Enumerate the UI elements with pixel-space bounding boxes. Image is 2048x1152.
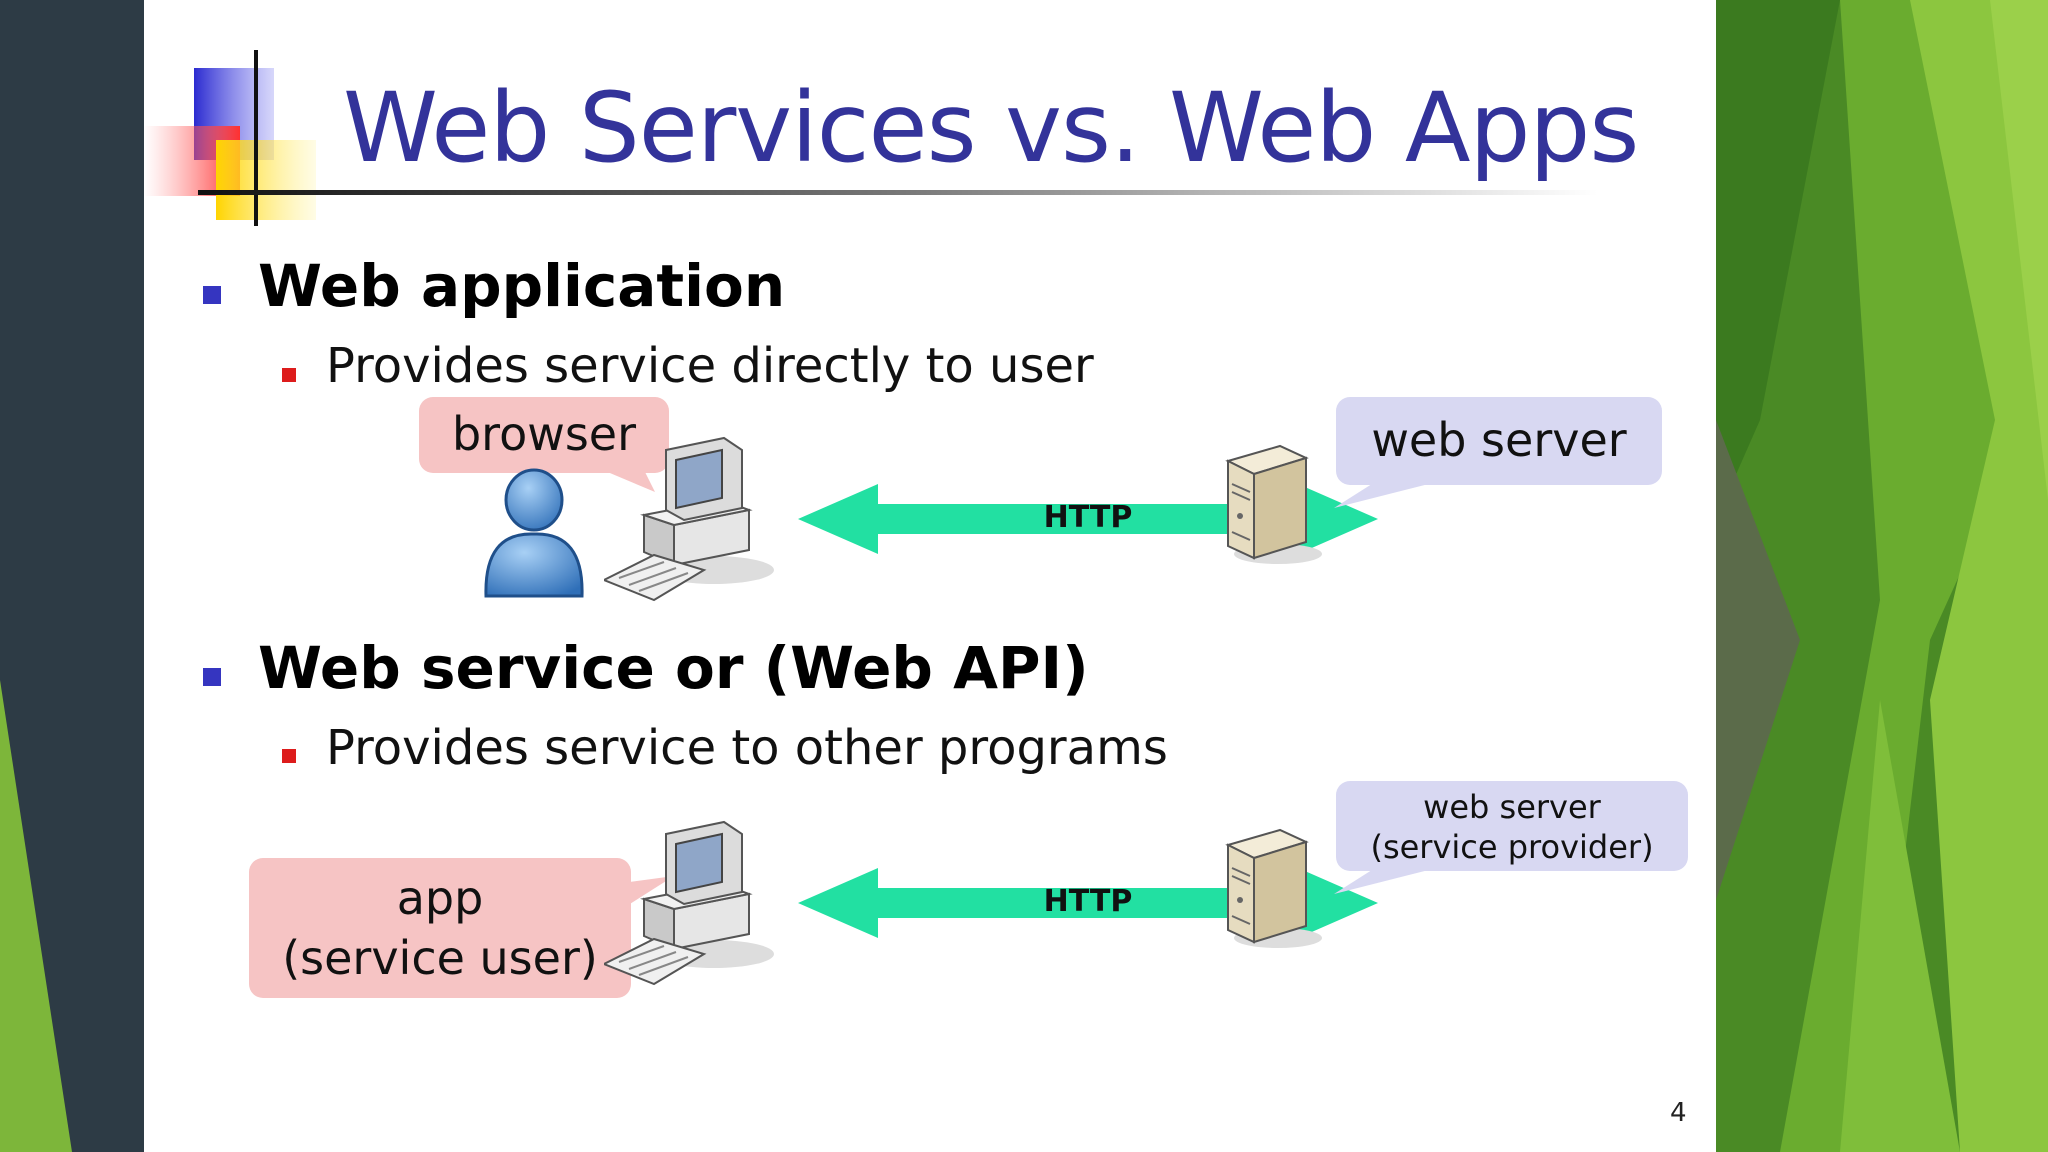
- provider-callout-line1: web server: [1423, 788, 1601, 826]
- app-callout-line1: app: [396, 871, 484, 925]
- page-number: 4: [1670, 1098, 1687, 1128]
- http-label: HTTP: [1043, 884, 1133, 919]
- http-label: HTTP: [1043, 500, 1133, 535]
- sub-bullet-square: [282, 368, 296, 382]
- section1-subtext: Provides service directly to user: [326, 338, 1094, 394]
- title-decoration: [144, 50, 1598, 226]
- slide-canvas: Web Services vs. Web Apps Web applicatio…: [144, 0, 1716, 1152]
- app-callout-line2: (service user): [282, 931, 598, 985]
- callout-pointer: [614, 876, 674, 914]
- server-icon: [1225, 828, 1322, 948]
- app-callout: app (service user): [249, 858, 631, 998]
- callout-pointer: [579, 460, 655, 492]
- server-icon: [1225, 444, 1322, 564]
- http-arrow: [798, 484, 1378, 554]
- http-arrow: [798, 868, 1378, 938]
- provider-callout-line2: (service provider): [1370, 828, 1654, 866]
- bullet-square: [203, 286, 221, 304]
- web-server-provider-callout: web server (service provider): [1336, 781, 1688, 871]
- bullet-square: [203, 668, 221, 686]
- computer-icon: [604, 820, 774, 986]
- web-server-callout: web server: [1336, 397, 1662, 485]
- slide-title: Web Services vs. Web Apps: [343, 72, 1639, 184]
- sub-bullet-square: [282, 749, 296, 763]
- computer-icon: [604, 436, 774, 602]
- section2-subtext: Provides service to other programs: [326, 720, 1168, 776]
- user-icon: [484, 468, 584, 598]
- section2-heading: Web service or (Web API): [258, 634, 1089, 702]
- section1-heading: Web application: [258, 252, 786, 320]
